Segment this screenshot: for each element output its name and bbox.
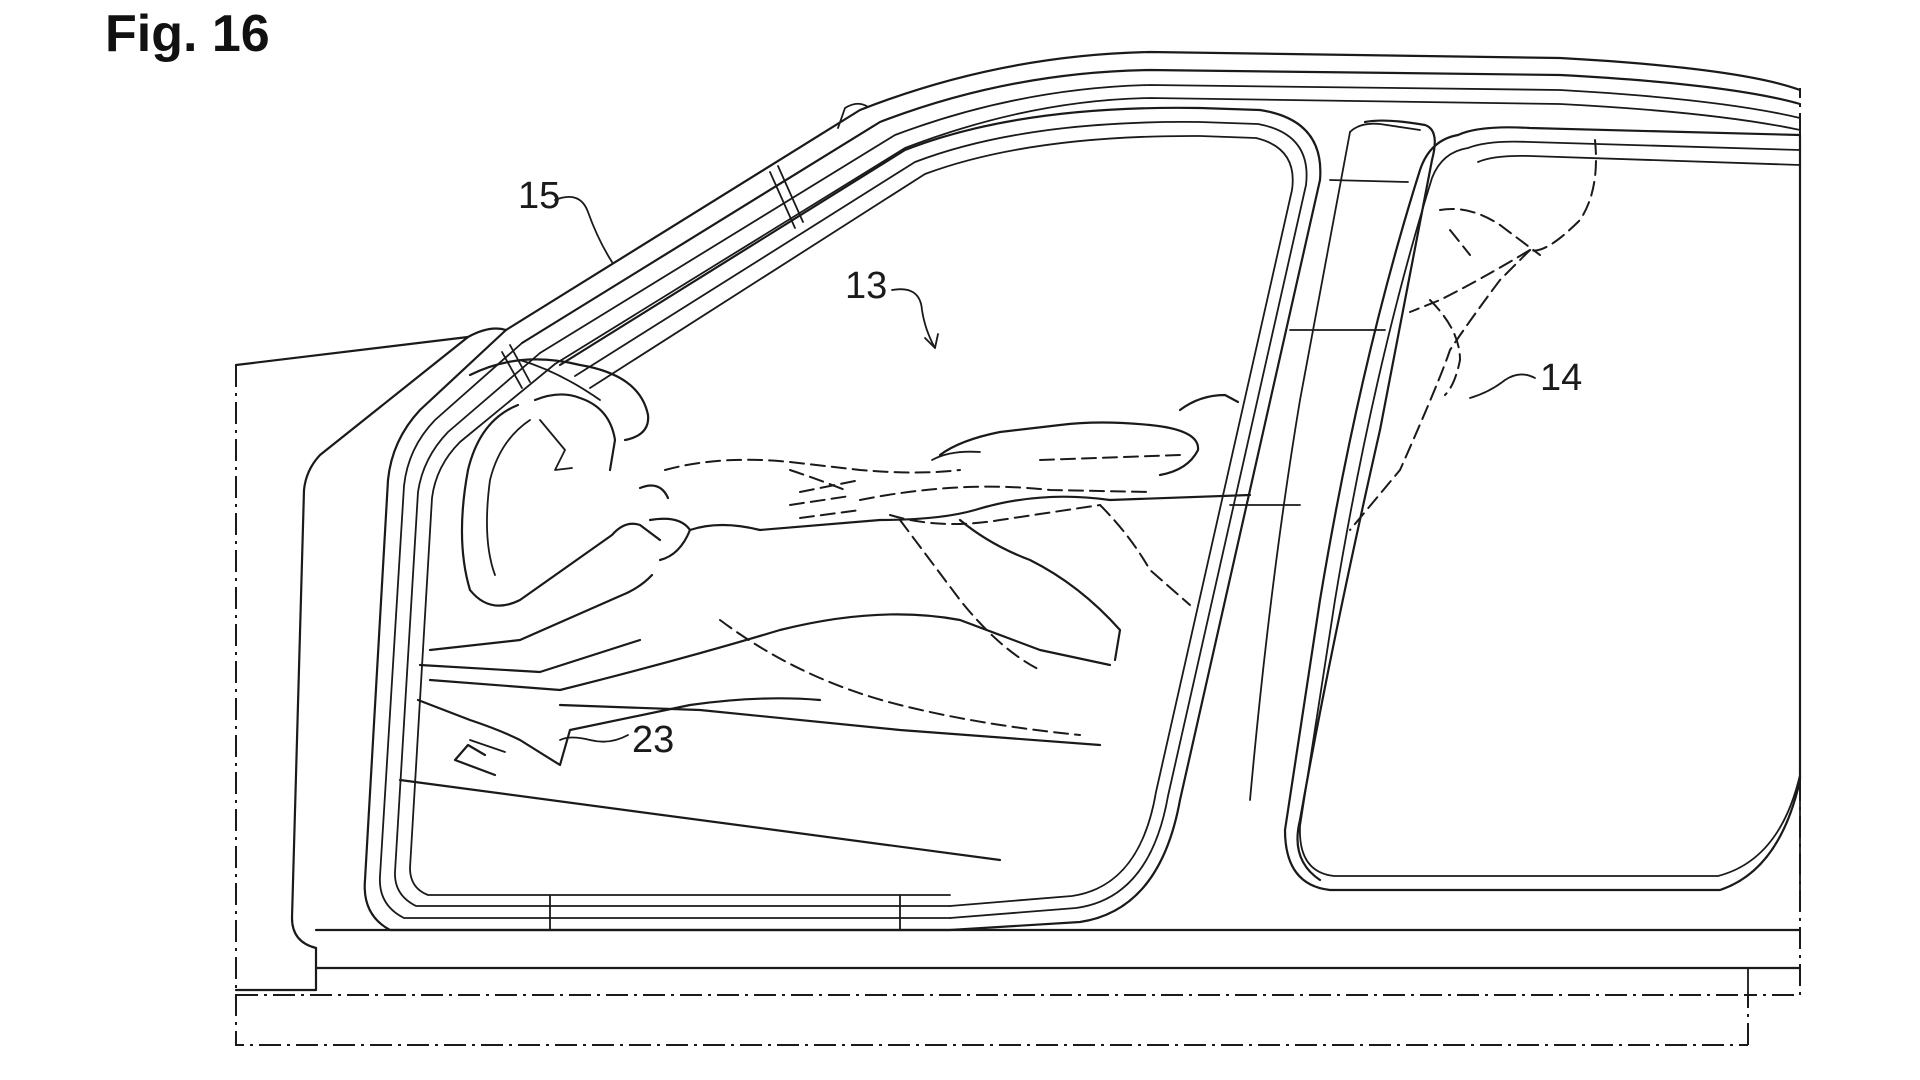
boundary-frame xyxy=(235,88,1801,1046)
rear-airbag-dashed xyxy=(1349,139,1597,531)
front-body-panel xyxy=(234,327,508,992)
a-pillar xyxy=(363,328,952,932)
roof-rail xyxy=(504,50,1802,365)
front-door-frame xyxy=(549,106,1322,932)
figure-title: Fig. 16 xyxy=(105,5,270,63)
callout-13-label: 13 xyxy=(845,265,887,307)
rocker-sill xyxy=(314,928,1802,996)
b-pillar xyxy=(1229,119,1436,882)
occupant-displaced-dashed xyxy=(664,454,1191,736)
seated-occupant xyxy=(398,393,1252,862)
callout-23-label: 23 xyxy=(632,719,674,761)
callout-labels: 15 13 14 23 xyxy=(518,175,1582,761)
rear-door-window xyxy=(1283,126,1802,892)
callout-leaders xyxy=(554,196,1536,743)
callout-15-label: 15 xyxy=(518,175,560,217)
callout-14-label: 14 xyxy=(1540,357,1582,399)
steering-wheel xyxy=(418,358,692,674)
